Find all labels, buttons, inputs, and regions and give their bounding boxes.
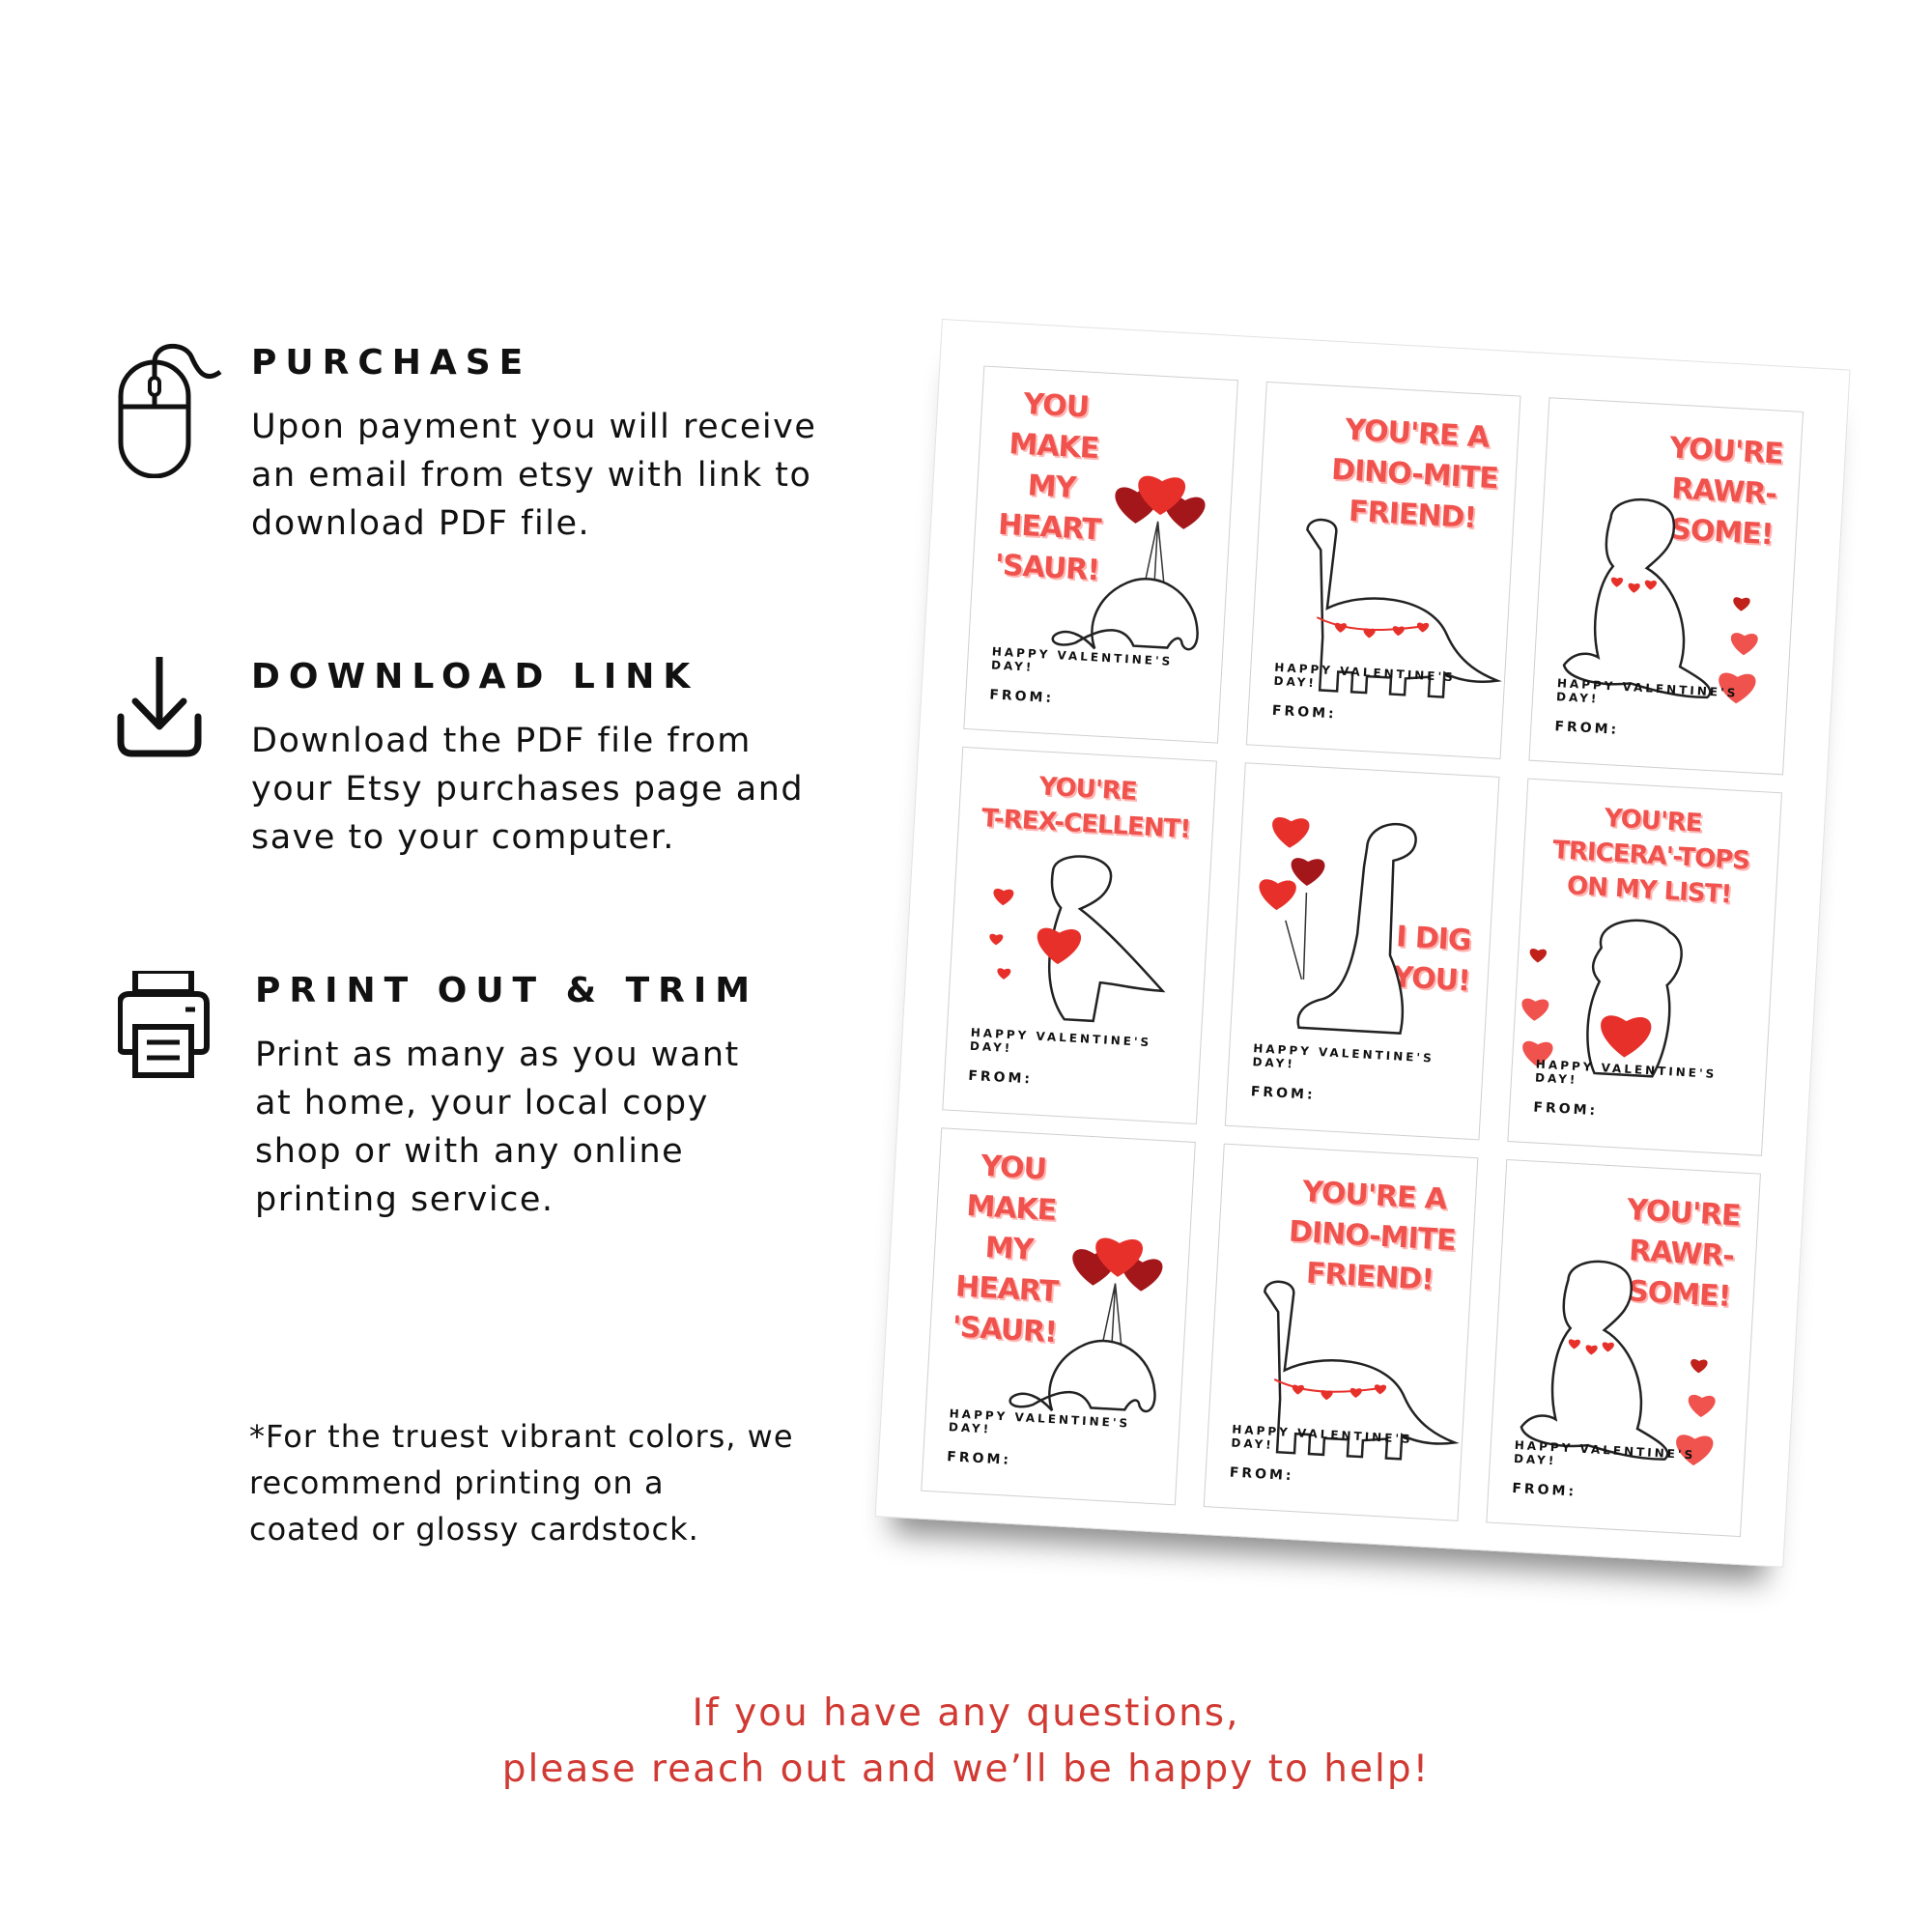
- step-line: Upon payment you will receive: [251, 408, 817, 446]
- card-message-line: YOU: [980, 1149, 1047, 1187]
- step-line: save to your computer.: [251, 818, 675, 857]
- t-rex-heart-illustration: [989, 855, 1166, 1023]
- step-line: download PDF file.: [251, 504, 591, 543]
- from-label: FROM:: [967, 1067, 1034, 1088]
- step-line: Download the PDF file from: [251, 722, 752, 760]
- t-rex-illustration: [1520, 1260, 1716, 1466]
- t-rex-illustration: [1562, 497, 1758, 704]
- long-neck-dinosaur-illustration: [1306, 518, 1502, 698]
- printer-icon: [118, 971, 210, 1078]
- dinosaur-balloons-illustration: [1051, 475, 1206, 651]
- computer-mouse-icon: [118, 343, 222, 478]
- from-label: FROM:: [1229, 1464, 1294, 1485]
- step-line: printing service.: [255, 1180, 554, 1219]
- from-label: FROM:: [988, 687, 1055, 707]
- triceratops-heart-illustration: [1521, 919, 1683, 1078]
- from-label: FROM:: [1271, 702, 1338, 723]
- step-description: Download the PDF file from your Etsy pur…: [251, 717, 947, 862]
- cardstock-note: *For the truest vibrant colors, we recom…: [249, 1413, 925, 1552]
- download-icon: [117, 657, 202, 757]
- step-line: your Etsy purchases page and: [251, 770, 805, 809]
- note-line: *For the truest vibrant colors, we: [249, 1418, 794, 1455]
- footer-line: If you have any questions,: [692, 1691, 1240, 1735]
- from-label: FROM:: [1553, 719, 1620, 738]
- footer-line: please reach out and we’ll be happy to h…: [501, 1747, 1431, 1791]
- card-message-line: YOU: [1022, 386, 1090, 425]
- note-line: coated or glossy cardstock.: [249, 1511, 699, 1548]
- step-line: shop or with any online: [255, 1132, 685, 1171]
- step-heading: DOWNLOAD LINK: [251, 657, 699, 696]
- step-line: Print as many as you want: [255, 1036, 740, 1074]
- step-description: Print as many as you want at home, your …: [255, 1031, 951, 1224]
- from-label: FROM:: [1511, 1480, 1577, 1500]
- from-label: FROM:: [946, 1449, 1012, 1468]
- card-message-line: YOU'RE: [1668, 431, 1784, 471]
- step-description: Upon payment you will receive an email f…: [251, 403, 947, 548]
- card-message-line: YOU'RE: [1626, 1193, 1742, 1234]
- step-line: at home, your local copy: [255, 1084, 709, 1122]
- step-line: an email from etsy with link to: [251, 456, 812, 495]
- contact-message: If you have any questions, please reach …: [0, 1686, 1932, 1798]
- dinosaur-balloons-illustration: [1009, 1237, 1163, 1413]
- from-label: FROM:: [1250, 1084, 1316, 1103]
- long-neck-dinosaur-balloons-illustration: [1259, 817, 1417, 1035]
- note-line: recommend printing on a: [249, 1464, 665, 1501]
- step-heading: PRINT OUT & TRIM: [255, 971, 759, 1010]
- long-neck-dinosaur-illustration: [1264, 1280, 1460, 1461]
- step-heading: PURCHASE: [251, 343, 532, 383]
- from-label: FROM:: [1532, 1099, 1599, 1120]
